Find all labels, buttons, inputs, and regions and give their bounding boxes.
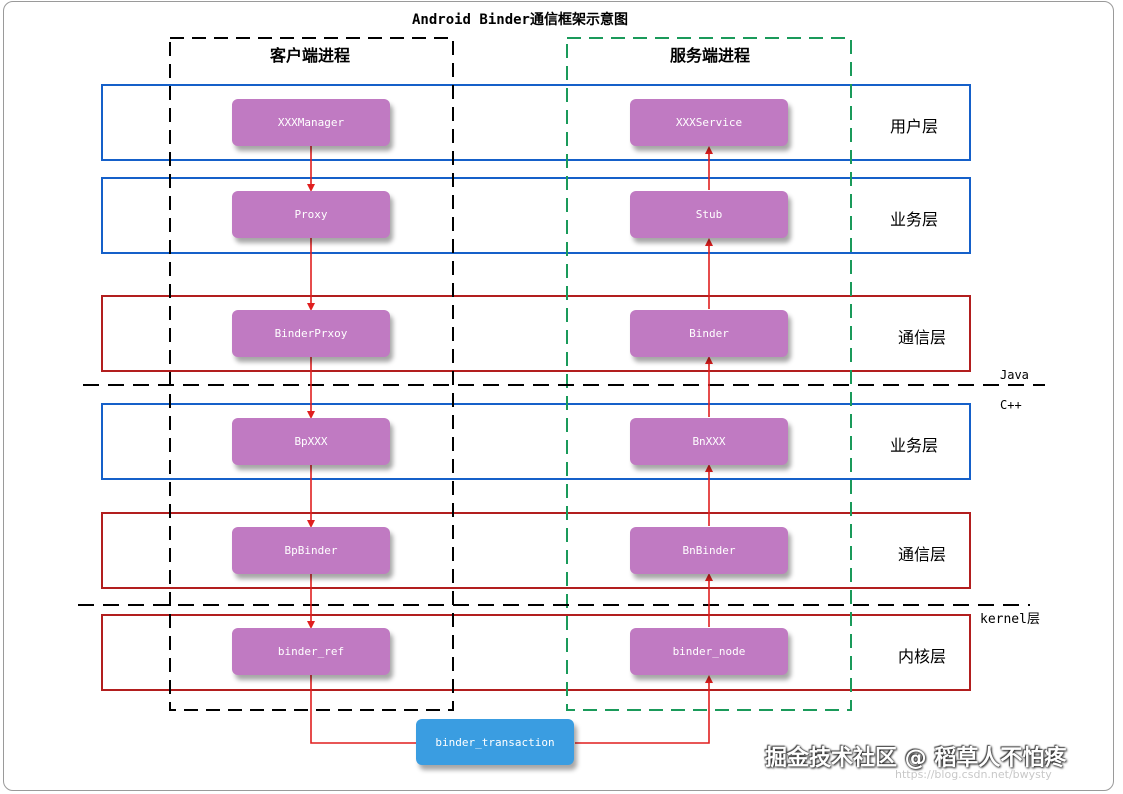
node-binder: Binder: [630, 310, 788, 357]
node-bnbinder: BnBinder: [630, 527, 788, 574]
layer-business-cpp: [101, 403, 971, 480]
node-binder-ref: binder_ref: [232, 628, 390, 675]
server-process-box: [566, 37, 852, 711]
layer-label-comm-cpp: 通信层: [898, 545, 947, 564]
diagram-title: Android Binder通信框架示意图: [411, 12, 628, 28]
layer-label-kernel: 内核层: [898, 647, 947, 666]
node-binderprxoy: BinderPrxoy: [232, 310, 390, 357]
layer-kernel: [101, 614, 971, 691]
java-label: Java: [1000, 368, 1029, 382]
layer-label-business-cpp: 业务层: [890, 436, 939, 455]
layer-business-java: [101, 177, 971, 254]
watermark-text: 掘金技术社区 @ 稻草人不怕疼: [765, 746, 1067, 771]
layer-comm-cpp: [101, 512, 971, 589]
client-process-label: 客户端进程: [269, 46, 350, 65]
node-bpxxx: BpXXX: [232, 418, 390, 465]
node-stub: Stub: [630, 191, 788, 238]
node-xxxmanager: XXXManager: [232, 99, 390, 146]
node-xxxservice: XXXService: [630, 99, 788, 146]
layer-label-business-java: 业务层: [890, 210, 939, 229]
layer-user: [101, 84, 971, 161]
node-binder-node: binder_node: [630, 628, 788, 675]
diagram-frame: [3, 1, 1114, 791]
layer-label-comm-java: 通信层: [898, 328, 947, 347]
node-binder-transaction: binder_transaction: [416, 719, 574, 765]
cpp-label: C++: [1000, 398, 1022, 412]
layer-label-user: 用户层: [890, 117, 939, 136]
server-process-label: 服务端进程: [669, 46, 750, 65]
kernel-label: kernel层: [980, 612, 1040, 627]
client-process-box: [169, 37, 454, 711]
node-proxy: Proxy: [232, 191, 390, 238]
node-bpbinder: BpBinder: [232, 527, 390, 574]
arrow-transaction-to-node: [575, 675, 713, 744]
node-bnxxx: BnXXX: [630, 418, 788, 465]
arrow-ref-to-transaction: [310, 675, 416, 744]
layer-comm-java: [101, 295, 971, 372]
watermark-url: https://blog.csdn.net/bwysty: [895, 768, 1052, 781]
